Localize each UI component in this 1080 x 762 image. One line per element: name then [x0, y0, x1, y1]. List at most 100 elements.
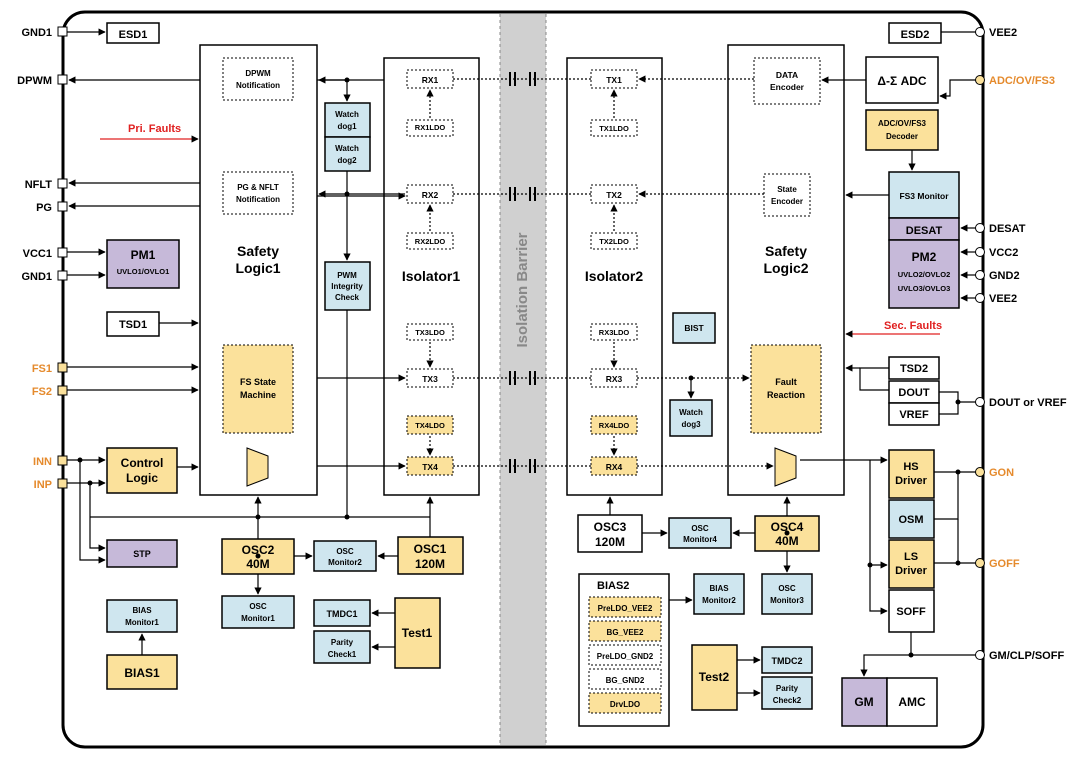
- soff-block[interactable]: SOFF: [888, 589, 935, 633]
- amc-block[interactable]: AMC: [886, 677, 938, 727]
- rx1-block[interactable]: RX1: [406, 69, 454, 89]
- pin-gnd1-pm[interactable]: GND1: [21, 270, 68, 283]
- tx4-block[interactable]: TX4: [406, 456, 454, 476]
- tx1-block[interactable]: TX1: [590, 69, 638, 89]
- isolation-barrier: [500, 14, 546, 745]
- desat-block[interactable]: DESAT: [888, 217, 960, 241]
- tsd2-block[interactable]: TSD2: [888, 356, 940, 380]
- preldo-gnd2-block[interactable]: PreLDO_GND2: [588, 644, 662, 666]
- osm-block[interactable]: OSM: [888, 499, 935, 539]
- osc-monitor3-label-2: Monitor3: [770, 596, 804, 605]
- safety-logic2-block[interactable]: Safety Logic2: [727, 44, 845, 496]
- pin-vcc1[interactable]: VCC1: [23, 247, 68, 260]
- pin-nflt[interactable]: NFLT: [25, 178, 68, 191]
- bg-vee2-block[interactable]: BG_VEE2: [588, 620, 662, 642]
- tsd1-block[interactable]: TSD1: [106, 311, 160, 337]
- pin-vee2-top[interactable]: VEE2: [975, 27, 1018, 39]
- tx1ldo-block[interactable]: TX1LDO: [590, 119, 638, 137]
- pin-adc[interactable]: ADC/OV/FS3: [975, 75, 1056, 87]
- stp-block[interactable]: STP: [106, 539, 178, 568]
- left-pins: GND1 DPWM NFLT PG VCC1 GND1 FS1 FS2 INN …: [17, 26, 68, 491]
- test1-block[interactable]: Test1: [394, 597, 441, 669]
- rx3ldo-block[interactable]: RX3LDO: [590, 323, 638, 341]
- pin-gon[interactable]: GON: [975, 467, 1015, 479]
- pin-pg[interactable]: PG: [36, 201, 68, 214]
- pin-gnd1-top[interactable]: GND1: [21, 26, 68, 39]
- tmdc2-block[interactable]: TMDC2: [761, 646, 813, 674]
- fs3-monitor-block[interactable]: FS3 Monitor: [888, 171, 960, 219]
- pin-goff[interactable]: GOFF: [975, 558, 1020, 570]
- preldo-vee2-block[interactable]: PreLDO_VEE2: [588, 596, 662, 618]
- tx3ldo-block[interactable]: TX3LDO: [406, 323, 454, 341]
- tmdc1-block[interactable]: TMDC1: [313, 599, 371, 627]
- pin-gnd2[interactable]: GND2: [975, 270, 1020, 282]
- tx2ldo-block[interactable]: TX2LDO: [590, 232, 638, 250]
- bg-gnd2-block[interactable]: BG_GND2: [588, 668, 662, 690]
- rx2ldo-block[interactable]: RX2LDO: [406, 232, 454, 250]
- osc3-label-2: 120M: [595, 535, 625, 549]
- rx1ldo-block[interactable]: [406, 119, 454, 137]
- rx2-block[interactable]: RX2: [406, 184, 454, 204]
- rx4-block[interactable]: RX4: [590, 456, 638, 476]
- pin-vcc2[interactable]: VCC2: [975, 247, 1019, 259]
- drvldo-block[interactable]: DrvLDO: [588, 692, 662, 714]
- dout-block[interactable]: DOUT: [888, 380, 940, 404]
- tx3-block[interactable]: TX3: [406, 368, 454, 388]
- pin-gm-clp[interactable]: GM/CLP/SOFF: [975, 650, 1065, 662]
- rx3-block[interactable]: RX3: [590, 368, 638, 388]
- adc-block[interactable]: Δ-Σ ADC: [865, 56, 939, 104]
- tx2-block[interactable]: TX2: [590, 184, 638, 204]
- pin-dpwm[interactable]: DPWM: [17, 74, 68, 87]
- data-encoder-label-1: DATA: [776, 70, 798, 80]
- pg-nflt-notification-label-2: Notification: [236, 195, 280, 204]
- isolation-capacitors: [509, 72, 536, 473]
- pin-vcc1-label: VCC1: [23, 248, 52, 260]
- pin-gnd1-pm-label: GND1: [21, 271, 52, 283]
- watchdog2-label-1: Watch: [335, 144, 359, 153]
- safety-logic2-label-2: Logic2: [763, 260, 808, 276]
- test2-block[interactable]: Test2: [691, 644, 738, 711]
- bias1-block[interactable]: BIAS1: [106, 654, 178, 690]
- esd1-block[interactable]: ESD1: [106, 22, 160, 44]
- gm-block[interactable]: GM: [841, 677, 888, 727]
- vref-block[interactable]: VREF: [888, 402, 940, 426]
- rx4ldo-block[interactable]: RX4LDO: [590, 415, 638, 435]
- sec-faults-label: Sec. Faults: [884, 320, 942, 332]
- tx4ldo-block[interactable]: TX4LDO: [406, 415, 454, 435]
- safety-logic2-label-1: Safety: [765, 243, 807, 259]
- state-encoder-label-1: State: [777, 185, 797, 194]
- pin-dout-vref[interactable]: DOUT or VREF: [975, 397, 1067, 409]
- pin-desat[interactable]: DESAT: [975, 223, 1026, 235]
- esd2-block[interactable]: ESD2: [888, 22, 942, 44]
- bist-block[interactable]: BIST: [672, 312, 716, 344]
- osc2-label-2: 40M: [246, 557, 269, 571]
